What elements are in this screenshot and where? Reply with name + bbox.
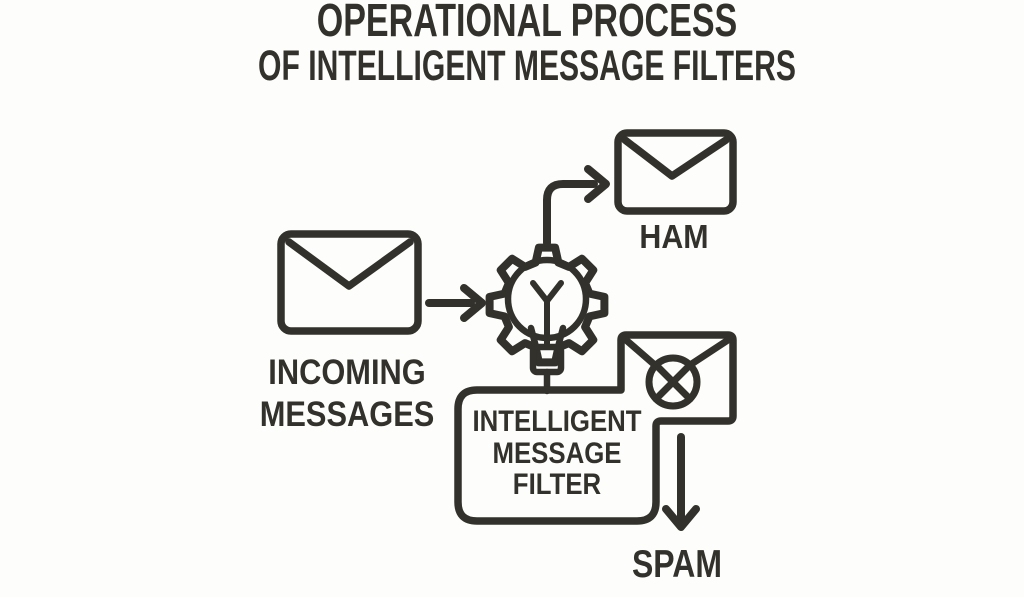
arrow-up-right-icon xyxy=(543,165,610,247)
filter-label-line-2: MESSAGE xyxy=(492,436,622,470)
filter-label-line-3: FILTER xyxy=(512,468,602,501)
lightbulb-icon xyxy=(504,256,590,395)
envelope-blocked-icon xyxy=(622,336,732,410)
incoming-label-line-1: INCOMING xyxy=(268,353,426,392)
incoming-messages-label: INCOMING MESSAGES xyxy=(250,352,444,436)
spam-label: SPAM xyxy=(631,543,723,586)
arrow-right-icon xyxy=(425,284,486,322)
envelope-icon xyxy=(277,230,422,335)
filter-box xyxy=(454,331,737,525)
envelope-icon xyxy=(614,129,737,215)
title-line-2: OF INTELLIGENT MESSAGE FILTERS xyxy=(258,42,796,90)
arrow-down-icon xyxy=(662,433,700,531)
ham-label: HAM xyxy=(639,218,709,255)
filter-box-label: INTELLIGENT MESSAGE FILTER xyxy=(471,406,643,501)
diagram-title: OPERATIONAL PROCESS OF INTELLIGENT MESSA… xyxy=(0,0,1024,89)
filter-label-line-1: INTELLIGENT xyxy=(472,405,642,438)
incoming-label-line-2: MESSAGES xyxy=(259,395,435,434)
title-line-1: OPERATIONAL PROCESS xyxy=(316,0,738,46)
blocked-circle-icon xyxy=(645,354,701,410)
